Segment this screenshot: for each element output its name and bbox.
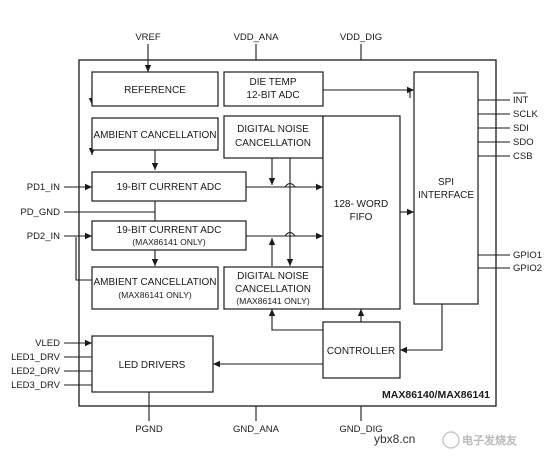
spi-interface-block: SPI INTERFACE [413,71,479,305]
svg-text:CANCELLATION: CANCELLATION [235,138,311,149]
reference-block: REFERENCE [91,71,219,107]
pin-gnd-ana: GND_ANA [233,424,280,435]
pin-csb: CSB [513,151,533,162]
controller-block: CONTROLLER [322,321,401,379]
svg-text:FIFO: FIFO [350,212,373,223]
svg-text:(MAX86141 ONLY): (MAX86141 ONLY) [236,296,310,306]
pin-vled: VLED [35,338,60,349]
digital-noise-cancellation-1-block: DIGITAL NOISE CANCELLATION [223,115,324,159]
pin-int: INT [513,95,529,106]
current-adc-1-block: 19-BIT CURRENT ADC [91,171,247,202]
svg-text:19-BIT CURRENT ADC: 19-BIT CURRENT ADC [117,225,222,236]
watermark-logo-icon [442,431,460,449]
svg-text:19-BIT CURRENT ADC: 19-BIT CURRENT ADC [117,182,222,193]
svg-text:(MAX86141 ONLY): (MAX86141 ONLY) [118,290,192,300]
pin-pd2-in: PD2_IN [27,231,60,242]
led-drivers-block: LED DRIVERS [91,335,214,393]
pin-sdi: SDI [513,123,529,134]
pin-vdd-ana: VDD_ANA [234,32,280,43]
svg-text:LED DRIVERS: LED DRIVERS [119,360,186,371]
svg-text:CANCELLATION: CANCELLATION [235,284,311,295]
ambient-cancellation-2-block: AMBIENT CANCELLATION (MAX86141 ONLY) [91,266,219,310]
pin-pd1-in: PD1_IN [27,182,60,193]
pin-led3-drv: LED3_DRV [11,380,61,391]
svg-text:CONTROLLER: CONTROLLER [327,346,395,357]
svg-text:AMBIENT CANCELLATION: AMBIENT CANCELLATION [94,277,217,288]
watermark-site: 电子发烧友 [462,433,517,447]
svg-text:(MAX86141 ONLY): (MAX86141 ONLY) [132,237,206,247]
digital-noise-cancellation-2-block: DIGITAL NOISE CANCELLATION (MAX86141 ONL… [223,266,324,310]
pin-led1-drv: LED1_DRV [11,352,61,363]
svg-text:AMBIENT CANCELLATION: AMBIENT CANCELLATION [94,130,217,141]
pin-gnd-dig: GND_DIG [339,424,382,435]
svg-text:DIGITAL NOISE: DIGITAL NOISE [237,124,309,135]
pin-pgnd: PGND [135,424,163,435]
current-adc-2-block: 19-BIT CURRENT ADC (MAX86141 ONLY) [91,220,247,251]
svg-text:SPI: SPI [438,177,454,188]
pin-sclk: SCLK [513,109,538,120]
svg-text:REFERENCE: REFERENCE [124,85,186,96]
fifo-block: 128- WORD FIFO [322,115,401,310]
die-temp-block: DIE TEMP 12-BIT ADC [223,71,324,107]
pin-gpio2: GPIO2 [513,263,542,274]
pin-gpio1: GPIO1 [513,250,542,261]
svg-text:DIE TEMP: DIE TEMP [249,77,296,88]
watermark-url: ybx8.cn [374,432,415,446]
ambient-cancellation-1-block: AMBIENT CANCELLATION [91,117,219,151]
pin-vref: VREF [135,32,161,43]
pin-led2-drv: LED2_DRV [11,366,61,377]
pin-vdd-dig: VDD_DIG [340,32,382,43]
svg-text:DIGITAL NOISE: DIGITAL NOISE [237,271,309,282]
part-number-label: MAX86140/MAX86141 [382,389,490,401]
pin-sdo: SDO [513,137,534,148]
svg-text:12-BIT ADC: 12-BIT ADC [246,90,299,101]
watermark: ybx8.cn 电子发烧友 [374,431,517,449]
svg-text:128- WORD: 128- WORD [334,199,388,210]
svg-text:INTERFACE: INTERFACE [418,190,474,201]
pin-pd-gnd: PD_GND [20,207,60,218]
